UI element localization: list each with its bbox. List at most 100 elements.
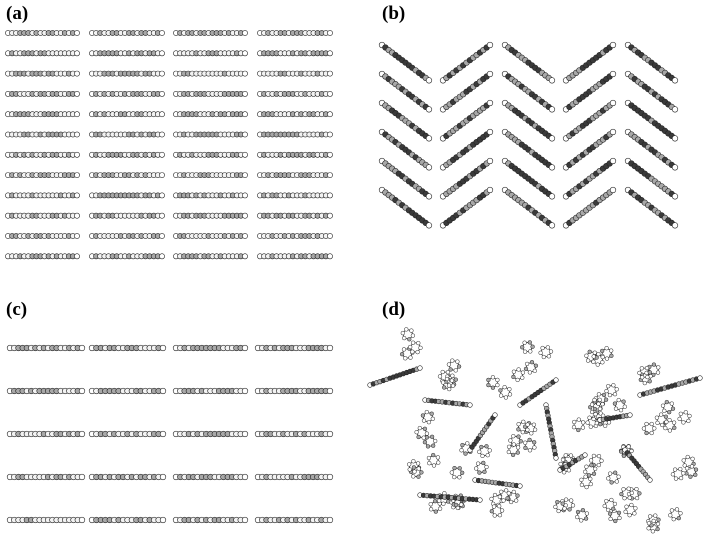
molecule-c-0-0 — [6, 344, 86, 352]
ring-d-0-1 — [408, 340, 423, 355]
ring-d-13-1 — [641, 421, 657, 436]
ring-d-17-1 — [560, 497, 576, 512]
ring-d-17-2 — [575, 508, 590, 523]
molecule-a-0-3 — [257, 30, 333, 36]
molecule-b-3-3 — [562, 128, 617, 171]
molecule-c-3-2 — [172, 473, 249, 481]
panel-label-b: (b) — [382, 3, 406, 24]
rod-d-8 — [417, 492, 483, 503]
ring-d-19-0 — [668, 507, 683, 522]
ring-d-8-1 — [414, 425, 430, 440]
ring-d-2-1 — [511, 367, 526, 383]
ring-d-14-1 — [684, 464, 699, 479]
ring-d-10-2 — [516, 419, 530, 435]
rod-d-6 — [472, 477, 523, 489]
ring-d-3-0 — [538, 345, 554, 360]
panel-a-packing — [5, 30, 333, 260]
rod-d-1 — [422, 397, 473, 408]
ring-d-7-3 — [660, 399, 676, 415]
molecule-a-6-3 — [257, 151, 333, 158]
molecule-b-3-2 — [562, 99, 617, 142]
ring-d-16-3 — [489, 504, 505, 518]
molecule-a-2-1 — [89, 70, 165, 77]
molecule-a-4-3 — [257, 111, 333, 118]
molecule-a-4-0 — [5, 111, 80, 118]
rod-d-7 — [557, 452, 588, 473]
molecule-c-1-3 — [254, 387, 334, 395]
molecule-a-1-3 — [257, 50, 333, 57]
molecule-b-4-1 — [624, 70, 679, 113]
molecule-a-11-0 — [5, 253, 80, 260]
molecule-c-4-1 — [88, 516, 167, 524]
molecule-a-7-3 — [257, 172, 333, 178]
molecule-c-0-3 — [254, 344, 334, 352]
panel-b-packing — [378, 41, 679, 229]
molecule-a-5-2 — [173, 131, 248, 138]
molecule-c-1-2 — [172, 387, 249, 395]
molecule-b-1-5 — [439, 186, 494, 229]
ring-d-19-2 — [646, 518, 661, 534]
molecule-a-7-1 — [89, 172, 165, 178]
molecule-a-11-2 — [173, 253, 248, 260]
molecule-a-9-1 — [89, 212, 165, 219]
ring-d-1-0 — [446, 358, 462, 373]
rod-d-3 — [543, 402, 559, 461]
ring-d-7-2 — [654, 412, 669, 428]
ring-d-18-2 — [607, 508, 622, 524]
ring-d-17-0 — [553, 499, 568, 514]
molecule-a-0-0 — [5, 30, 80, 36]
molecule-a-0-2 — [173, 30, 248, 36]
molecule-c-4-2 — [172, 516, 249, 524]
molecule-a-10-3 — [257, 233, 333, 239]
ring-d-6-2 — [637, 365, 652, 380]
molecule-b-4-3 — [624, 128, 679, 171]
ring-d-10-4 — [506, 442, 521, 458]
molecule-a-8-3 — [257, 192, 333, 199]
ring-d-18-4 — [619, 486, 634, 501]
molecule-c-0-1 — [88, 344, 167, 352]
molecule-a-6-2 — [173, 151, 248, 158]
rod-d-4 — [637, 375, 703, 398]
molecule-a-7-0 — [5, 172, 80, 178]
ring-d-8-2 — [420, 409, 435, 425]
molecule-c-1-1 — [88, 387, 167, 395]
molecule-b-0-3 — [378, 128, 433, 171]
molecule-a-5-1 — [89, 131, 165, 138]
molecule-b-4-2 — [624, 99, 679, 142]
molecule-a-5-0 — [5, 131, 80, 138]
ring-d-5-3 — [589, 397, 605, 412]
panel-c-packing — [6, 344, 334, 524]
molecule-c-4-3 — [254, 516, 334, 524]
molecule-b-3-1 — [562, 70, 617, 113]
molecule-a-5-3 — [257, 131, 333, 138]
ring-d-5-4 — [612, 397, 627, 413]
molecule-b-1-2 — [439, 99, 494, 142]
molecule-b-3-0 — [562, 41, 617, 84]
ring-d-18-0 — [623, 502, 638, 518]
rod-d-5 — [467, 412, 498, 453]
molecule-a-1-0 — [5, 50, 80, 57]
molecule-c-3-3 — [254, 473, 334, 481]
molecule-c-3-1 — [88, 473, 167, 481]
molecule-a-4-2 — [173, 111, 248, 118]
molecule-b-4-5 — [624, 186, 679, 229]
molecule-b-1-1 — [439, 70, 494, 113]
molecule-a-3-0 — [5, 91, 80, 97]
panel-d-packing — [367, 327, 703, 534]
molecule-a-6-0 — [5, 151, 80, 158]
ring-d-8-0 — [422, 434, 438, 449]
ring-d-9-2 — [449, 465, 465, 480]
molecule-a-2-0 — [5, 70, 80, 77]
rod-d-0 — [367, 365, 423, 388]
ring-d-21-0 — [571, 417, 586, 433]
ring-d-12-2 — [579, 474, 593, 490]
molecule-b-1-4 — [439, 157, 494, 200]
molecule-b-2-5 — [501, 186, 556, 229]
panel-label-c: (c) — [6, 299, 28, 320]
molecule-a-10-0 — [5, 233, 80, 239]
molecule-c-2-0 — [6, 430, 86, 438]
molecule-a-10-1 — [89, 233, 165, 239]
ring-d-7-0 — [677, 410, 692, 425]
molecule-c-3-0 — [6, 473, 86, 481]
